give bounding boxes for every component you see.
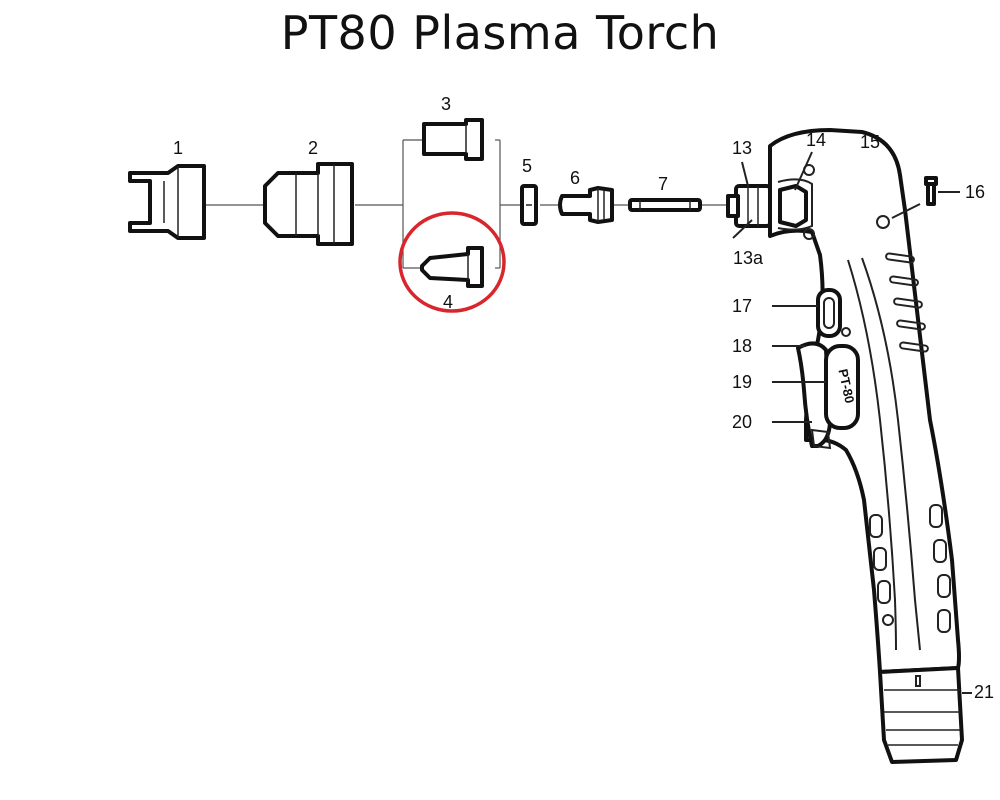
part-16-screw [891, 176, 960, 219]
label-part-20: 20 [732, 412, 752, 432]
highlight-circle-part-4 [398, 211, 506, 313]
assembly-guide-lines [205, 139, 728, 269]
part-2-retaining-cap [263, 162, 354, 246]
part-21-end-cap [878, 666, 972, 764]
part-4-nozzle [420, 246, 484, 288]
part-14-holder [778, 151, 813, 228]
part-3-nozzle [422, 118, 484, 161]
label-part-16: 16 [965, 182, 985, 202]
label-part-7: 7 [658, 174, 668, 194]
part-18-20-trigger: PT-80 [772, 341, 860, 450]
label-part-4: 4 [443, 292, 453, 312]
diagram-title: PT80 Plasma Torch [280, 6, 720, 60]
label-part-6: 6 [570, 168, 580, 188]
handle-brand-text: PT-80 [835, 368, 857, 405]
label-part-5: 5 [522, 156, 532, 176]
label-part-19: 19 [732, 372, 752, 392]
part-1-shield [128, 164, 206, 240]
label-part-14: 14 [806, 130, 826, 150]
label-part-18: 18 [732, 336, 752, 356]
label-part-21: 21 [974, 682, 994, 702]
label-part-15: 15 [860, 132, 880, 152]
label-part-2: 2 [308, 138, 318, 158]
label-part-17: 17 [732, 296, 752, 316]
part-13-head-connector [726, 161, 772, 239]
part-6-electrode [558, 186, 614, 224]
part-15-torch-body [768, 128, 961, 674]
part-7-tube [628, 198, 702, 212]
label-part-1: 1 [173, 138, 183, 158]
label-part-3: 3 [441, 94, 451, 114]
label-part-13: 13 [732, 138, 752, 158]
part-5-swirl-ring [520, 184, 538, 226]
label-part-13a: 13a [733, 248, 764, 268]
part-17-button [772, 288, 842, 338]
